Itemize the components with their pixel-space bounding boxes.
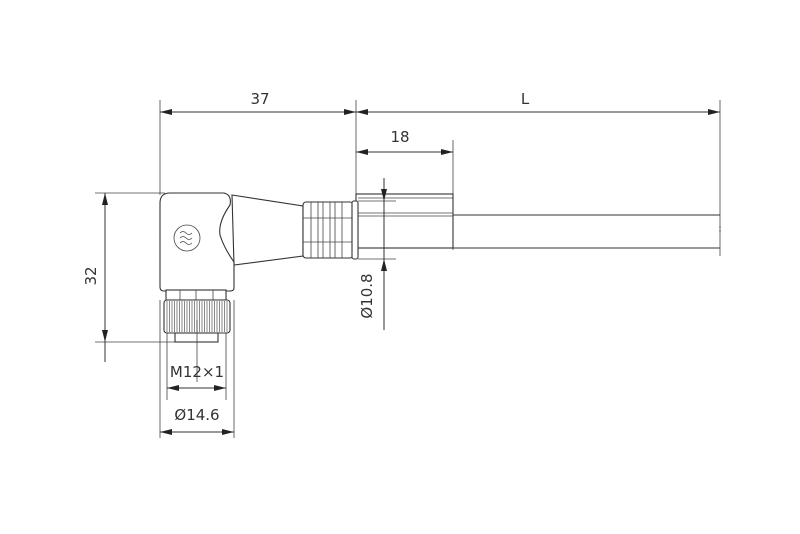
dim-14-6-label: Ø14.6 <box>174 406 219 424</box>
dim-L-label: L <box>521 90 530 108</box>
dim-m12-label: M12×1 <box>170 363 224 381</box>
dim-thread: M12×1 <box>166 320 227 400</box>
coupling-nut <box>163 289 231 343</box>
brand-logo-icon <box>173 224 201 252</box>
cable <box>355 193 721 249</box>
dim-overmold-length: 18 <box>356 128 454 250</box>
dim-10-8-label: Ø10.8 <box>358 273 376 318</box>
dim-37-label: 37 <box>250 90 269 108</box>
dim-head-length: 37 L <box>159 90 721 256</box>
connector-head <box>159 192 235 292</box>
dim-cable-diameter: Ø10.8 <box>358 178 396 330</box>
dim-18-label: 18 <box>390 128 409 146</box>
dim-32-label: 32 <box>82 266 100 285</box>
dim-nut-diameter: Ø14.6 <box>159 300 235 438</box>
overmold <box>231 194 359 266</box>
